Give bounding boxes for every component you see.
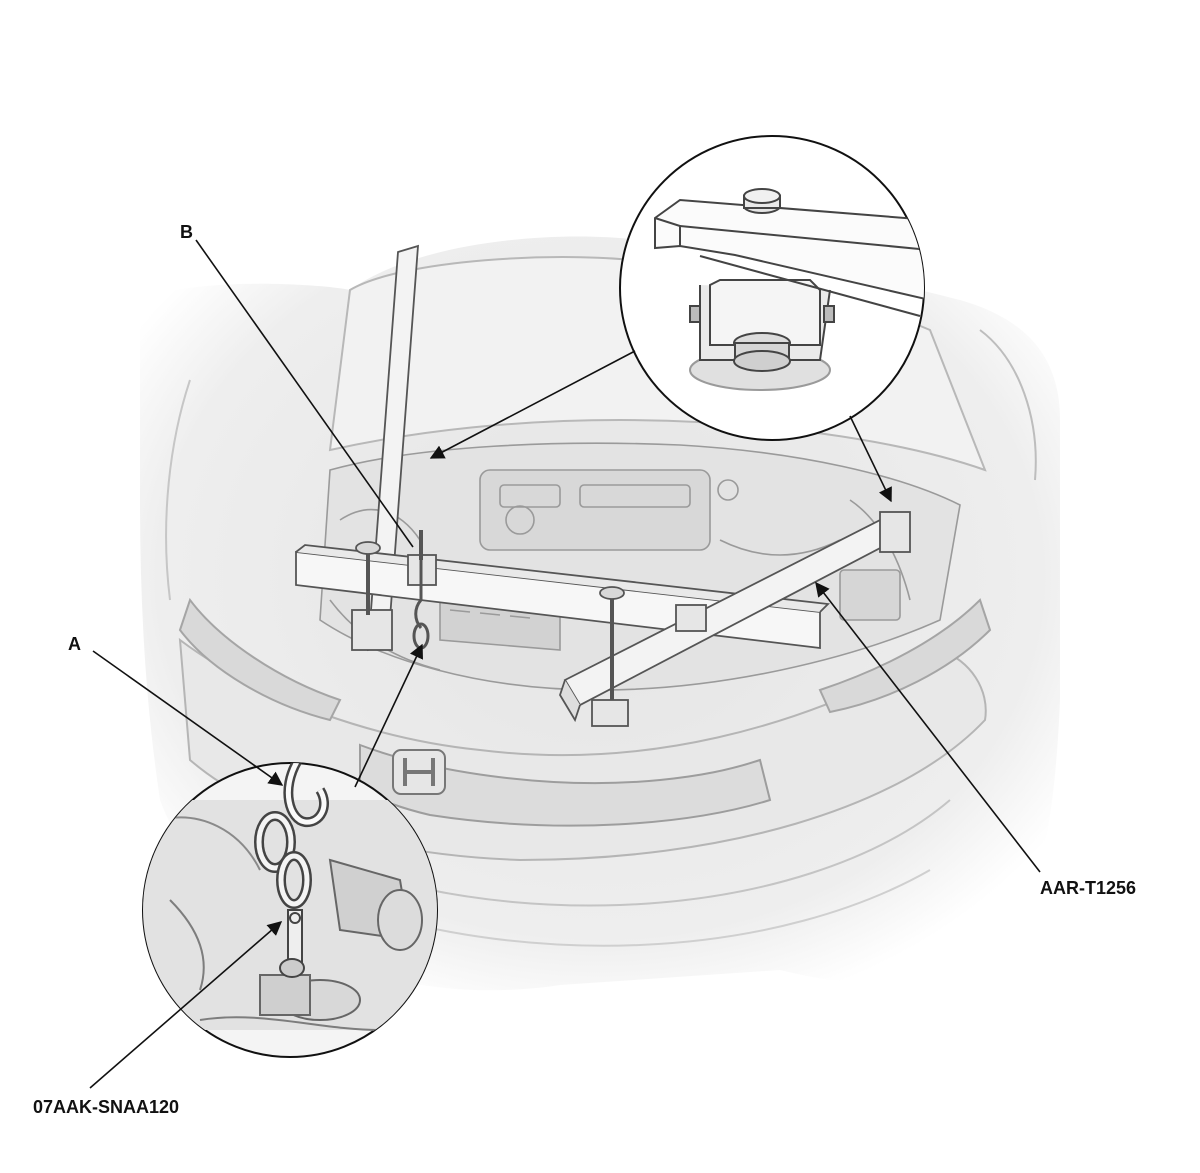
callout-engine-support: AAR-T1256: [1040, 878, 1137, 898]
leader-a: [92, 650, 284, 786]
inset-pointer-top-left: [429, 350, 636, 459]
right-headlight: [818, 598, 992, 714]
callout-b: B: [180, 222, 193, 242]
callout-a: A: [68, 634, 81, 654]
battery: [839, 569, 901, 621]
leader-aar-t1256: [815, 581, 1041, 873]
front-bracket: [591, 699, 629, 727]
brand-emblem: [392, 749, 446, 795]
leader-07aak-snaa120: [89, 921, 283, 1089]
inset-beam: [654, 198, 924, 302]
rear-bracket: [879, 511, 911, 553]
left-bracket: [351, 609, 393, 651]
left-headlight: [178, 597, 342, 722]
bottom-detail-inset: [142, 762, 438, 1058]
callout-hook-tool: 07AAK-SNAA120: [33, 1097, 180, 1117]
knob-left: [355, 541, 381, 555]
inset-pointer-bottom: [354, 643, 423, 788]
top-detail-inset: [619, 135, 925, 441]
engine-cover: [479, 469, 711, 551]
engine-support-tool: [295, 244, 911, 727]
inset-pointer-top-right: [849, 415, 892, 503]
leader-b: [195, 239, 414, 548]
grille: [359, 743, 772, 827]
knob-front: [599, 586, 625, 600]
leader-lines: [89, 239, 1041, 1089]
